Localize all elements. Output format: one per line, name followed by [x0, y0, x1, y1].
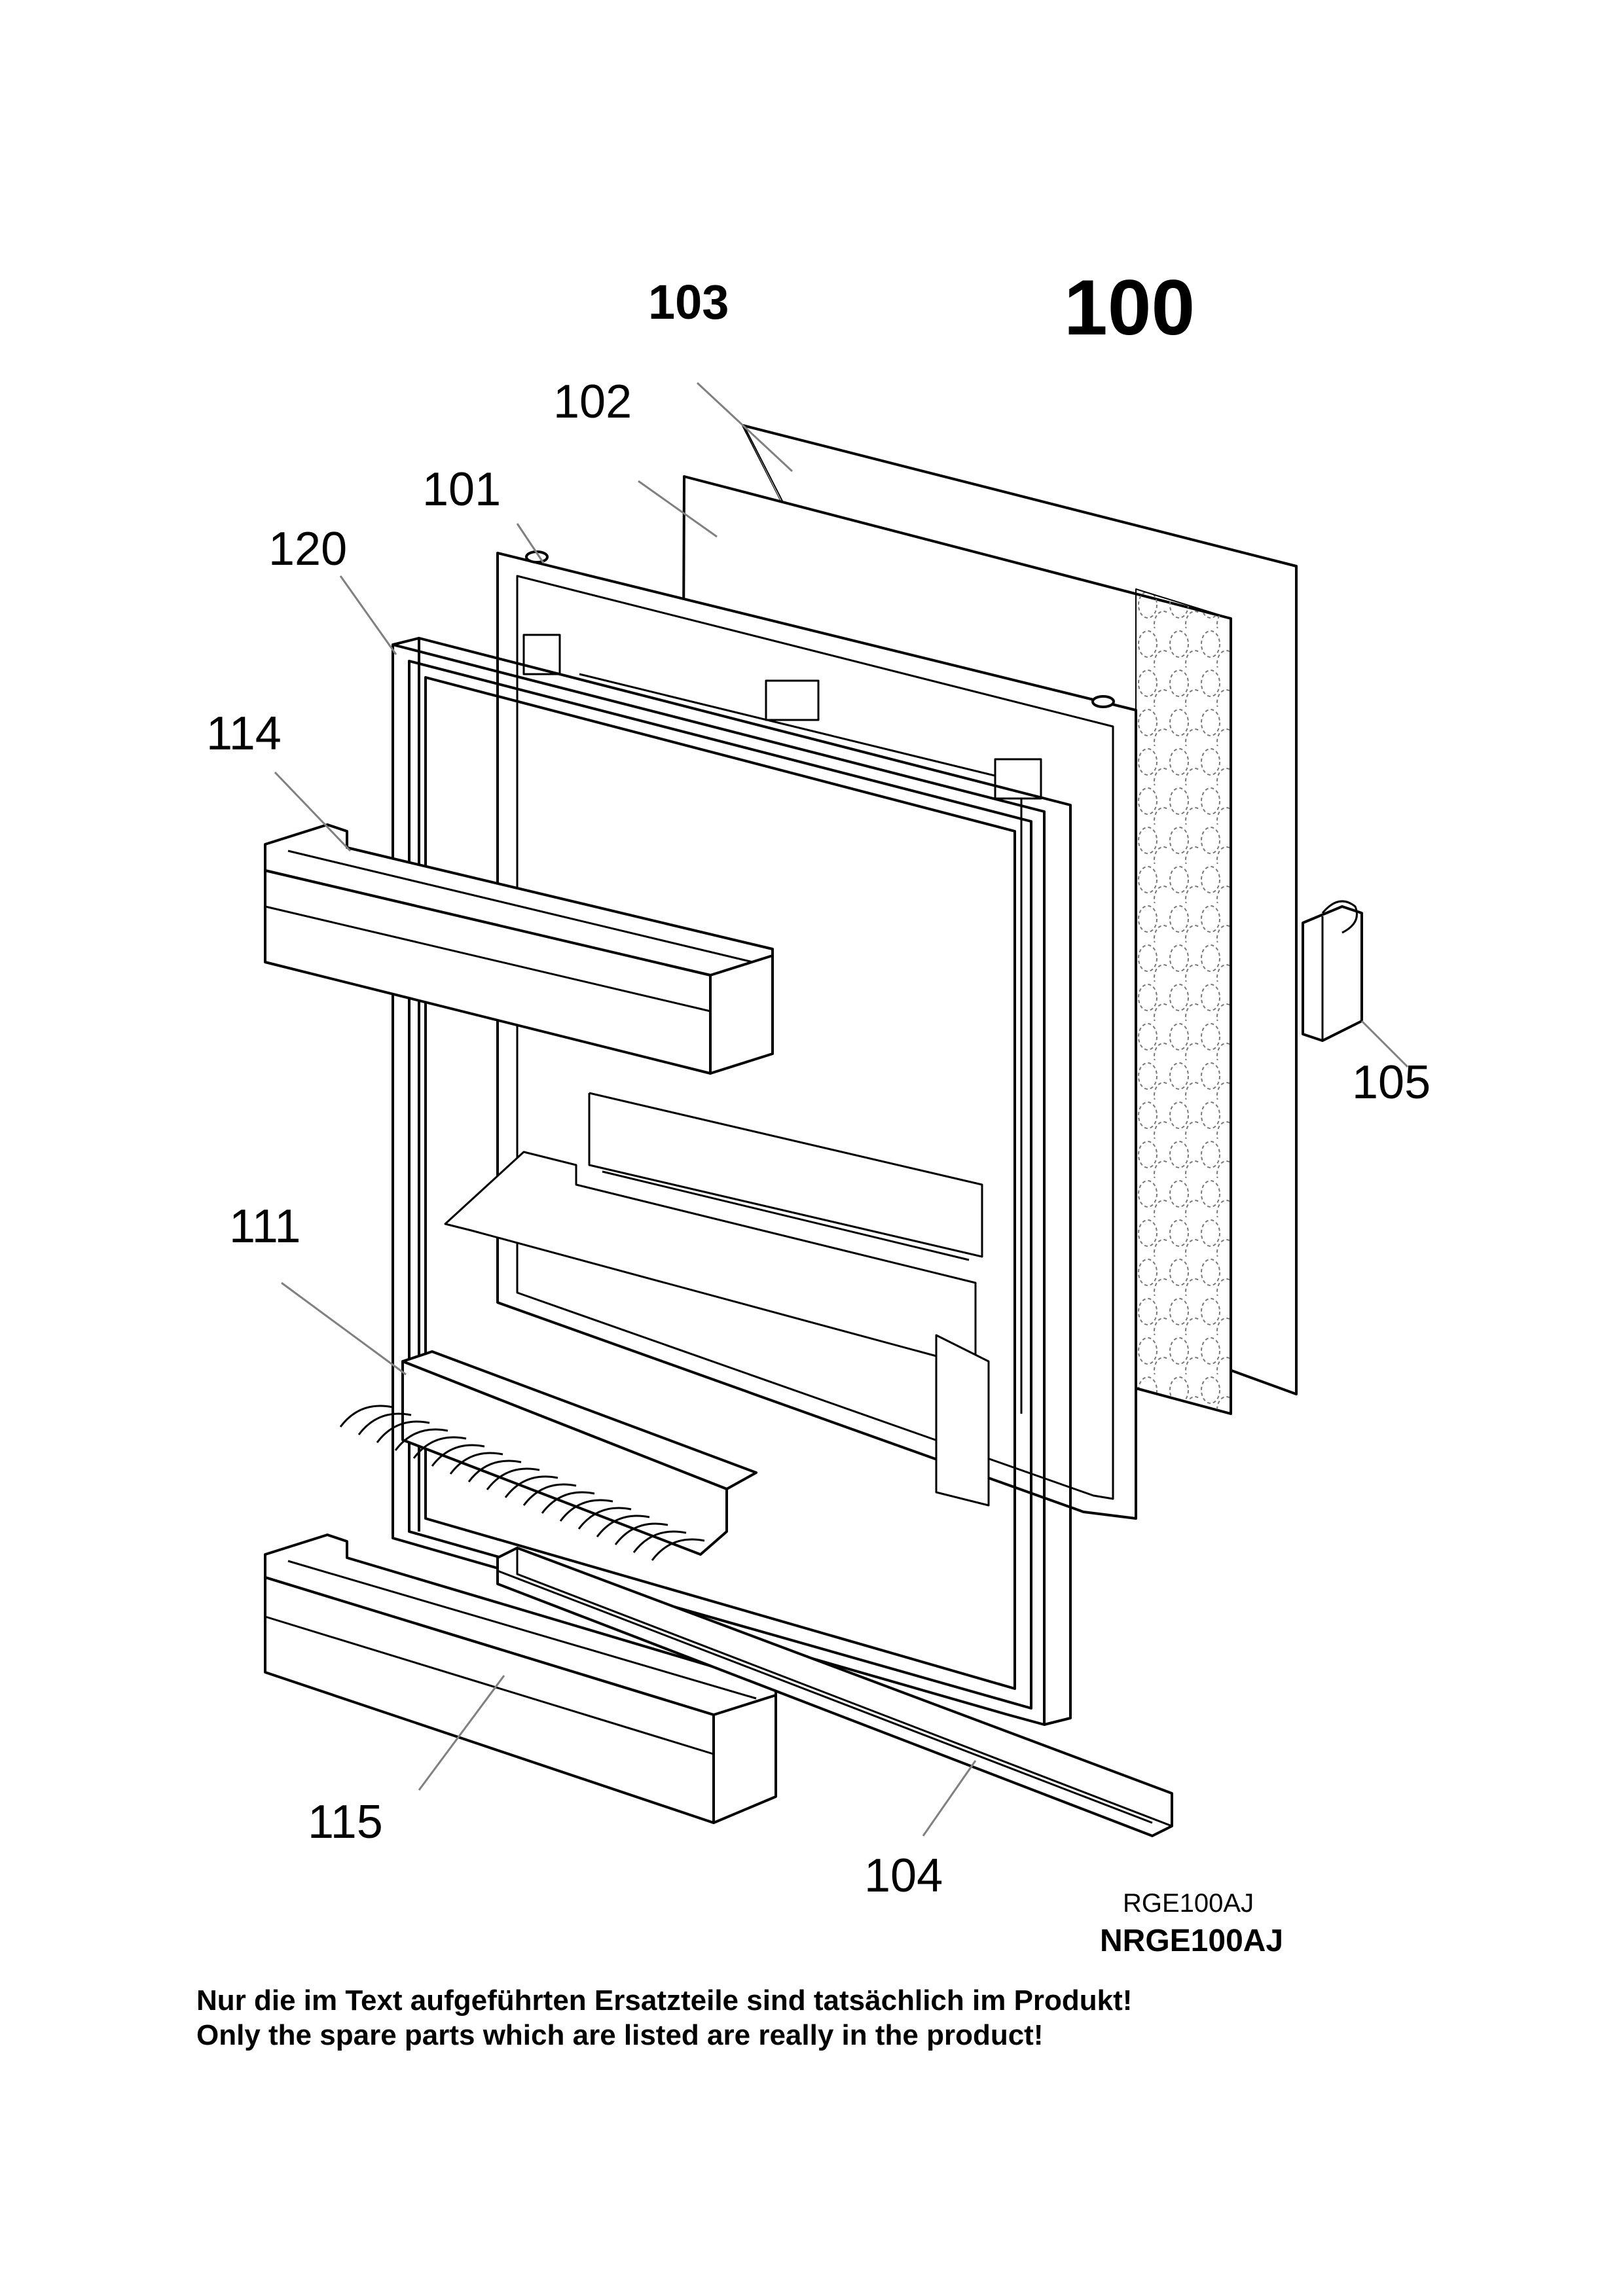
drawing-code-bold: NRGE100AJ — [1100, 1924, 1284, 1958]
callout-101: 101 — [422, 463, 501, 516]
callout-114: 114 — [206, 708, 282, 760]
note-german: Nur die im Text aufgeführten Ersatzteile… — [196, 1984, 1133, 2017]
callout-111: 111 — [229, 1200, 301, 1253]
door-strip-104 — [496, 1547, 1173, 1837]
leader-lines — [274, 382, 1409, 1837]
door-gasket-120 — [392, 637, 1072, 1726]
callout-105: 105 — [1352, 1056, 1431, 1109]
hinge-cover-105 — [1302, 900, 1363, 1042]
callout-104: 104 — [864, 1850, 943, 1902]
door-bin-115 — [264, 1534, 777, 1824]
callout-115: 115 — [308, 1796, 383, 1848]
callout-120: 120 — [268, 523, 348, 575]
vent-grille-111 — [339, 1350, 757, 1561]
callout-103: 103 — [648, 275, 729, 329]
door-bin-114 — [264, 823, 774, 1075]
callout-100: 100 — [1064, 264, 1195, 351]
drawing-code: RGE100AJ — [1123, 1889, 1254, 1918]
note-english: Only the spare parts which are listed ar… — [196, 2019, 1044, 2051]
callout-102: 102 — [553, 376, 632, 428]
